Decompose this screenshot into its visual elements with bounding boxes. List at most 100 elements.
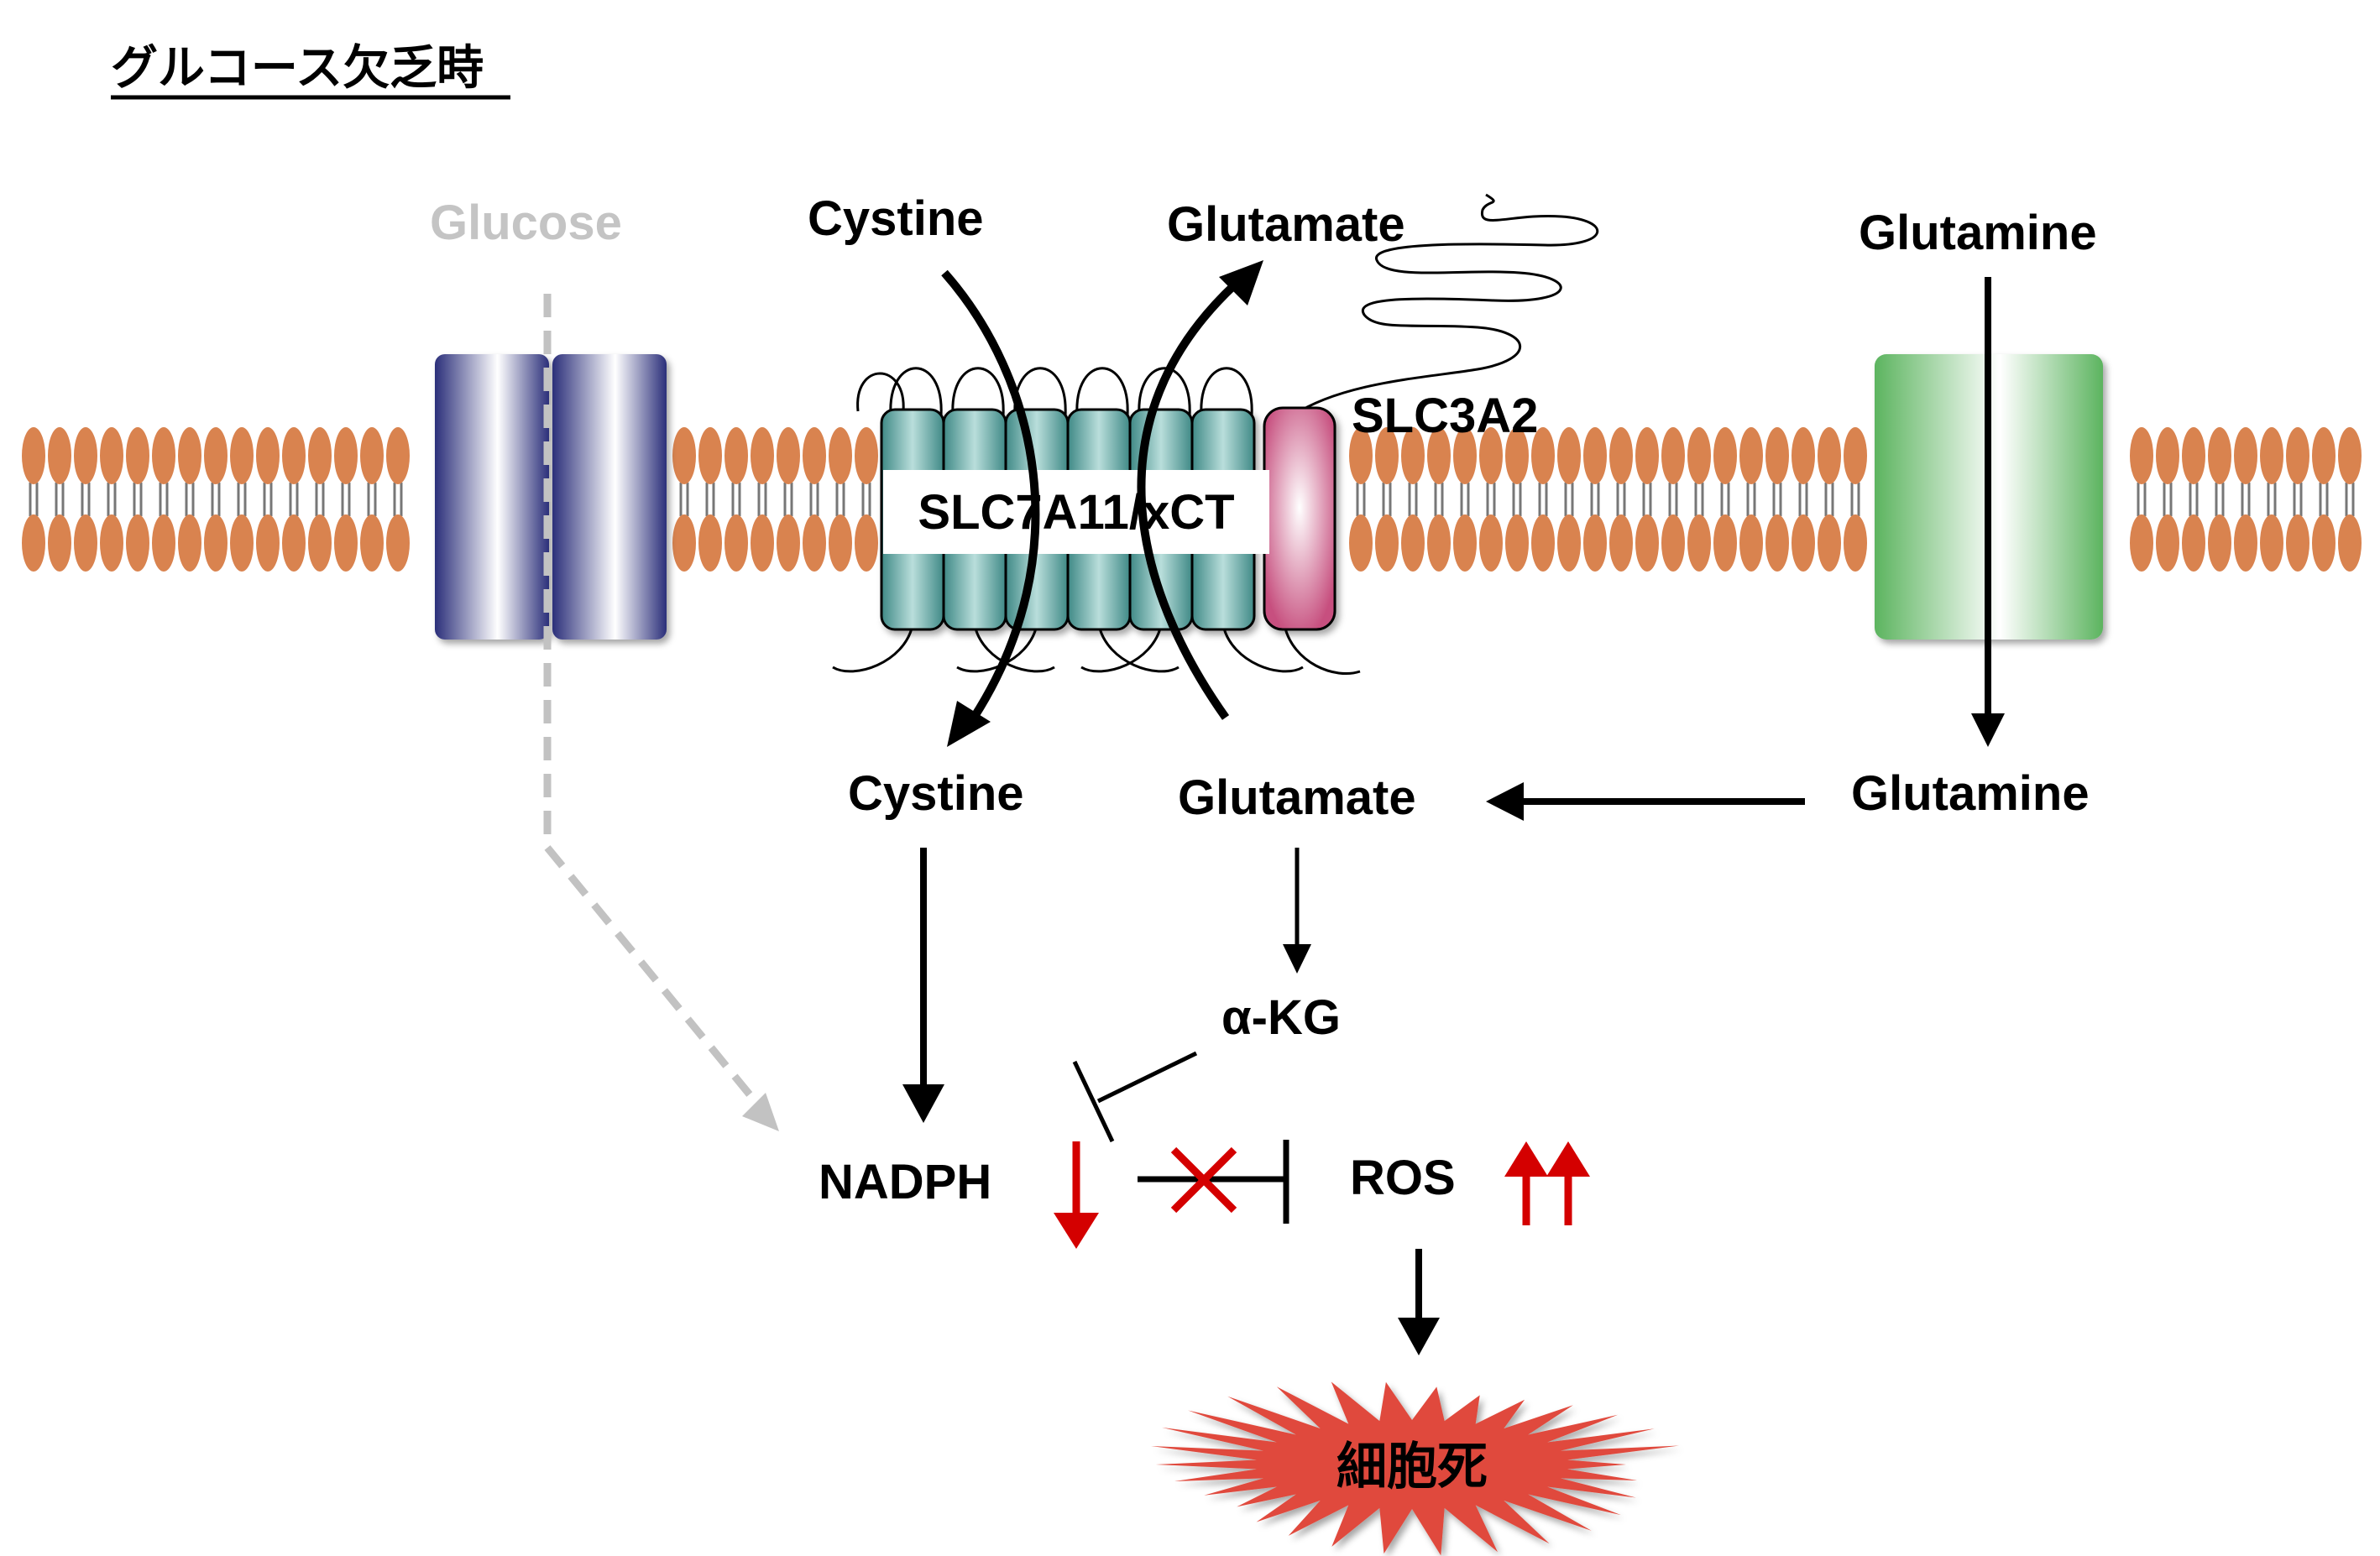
ros-increase-arrows xyxy=(1504,1141,1590,1225)
lipid-head xyxy=(1765,427,1789,484)
title-text: グルコース欠乏時 xyxy=(111,41,484,94)
glucose-pathway-arrow xyxy=(543,294,779,1131)
xct-intracellular-loop xyxy=(1283,624,1361,676)
lipid-head xyxy=(724,514,748,572)
xct-intracellular-loop xyxy=(832,624,914,673)
lipid-head xyxy=(803,427,826,484)
lipid-head xyxy=(1635,427,1659,484)
cell-death-label: 細胞死 xyxy=(1336,1439,1488,1495)
lipid-head xyxy=(1583,427,1607,484)
lipid-head xyxy=(1375,427,1399,484)
lipid-head xyxy=(256,427,280,484)
lipid-head xyxy=(360,427,384,484)
cystine-to-nadph-arrow xyxy=(902,848,944,1123)
lipid-head xyxy=(1792,427,1815,484)
lipid-bilayer xyxy=(22,427,2362,572)
lipid-head xyxy=(1687,427,1711,484)
lipid-head xyxy=(1687,514,1711,572)
lipid-head xyxy=(829,514,852,572)
slc3a2-label: SLC3A2 xyxy=(1352,389,1538,443)
slc3a2-extracellular-domain xyxy=(1292,193,1599,417)
lipid-head xyxy=(1844,427,1867,484)
lipid-head xyxy=(2312,427,2336,484)
lipid-head xyxy=(2260,427,2283,484)
lipid-head xyxy=(1505,427,1529,484)
lipid-head xyxy=(698,514,722,572)
glucose-transporter xyxy=(435,354,667,640)
lipid-head xyxy=(152,427,175,484)
lipid-head xyxy=(829,427,852,484)
lipid-head xyxy=(1818,427,1841,484)
lipid-head xyxy=(2182,427,2205,484)
lipid-head xyxy=(2338,514,2362,572)
lipid-head xyxy=(1505,514,1529,572)
glucose-transporter-right-subunit xyxy=(552,354,667,640)
lipid-head xyxy=(1609,427,1633,484)
lipid-head xyxy=(1635,514,1659,572)
lipid-head xyxy=(1818,514,1841,572)
lipid-head xyxy=(178,514,201,572)
xct-intracellular-loop xyxy=(1080,624,1163,673)
lipid-head xyxy=(230,427,254,484)
lipid-head xyxy=(672,514,696,572)
xct-extracellular-loop xyxy=(1200,367,1253,416)
lipid-head xyxy=(22,514,45,572)
glutamine-import-arrow xyxy=(1971,277,2005,747)
lipid-head xyxy=(126,427,149,484)
lipid-head xyxy=(777,427,800,484)
lipid-head xyxy=(1401,514,1425,572)
lipid-head xyxy=(1427,427,1451,484)
slc7a11-label: SLC7A11/xCT xyxy=(918,485,1234,540)
lipid-head xyxy=(1713,514,1737,572)
glucose-label: Glucose xyxy=(430,196,622,250)
lipid-head xyxy=(282,427,306,484)
glutamine-extracellular-label: Glutamine xyxy=(1859,206,2097,260)
slc7a11-label-box xyxy=(883,470,1269,554)
lipid-head xyxy=(204,514,228,572)
lipid-head xyxy=(334,427,358,484)
akg-label: α-KG xyxy=(1221,990,1341,1045)
lipid-head xyxy=(386,514,410,572)
xct-intracellular-loop xyxy=(956,624,1038,673)
xct-extracellular-loop xyxy=(889,367,943,416)
lipid-head xyxy=(256,514,280,572)
lipid-head xyxy=(1661,427,1685,484)
lipid-head xyxy=(2156,427,2179,484)
lipid-head xyxy=(1349,427,1373,484)
lipid-head xyxy=(204,427,228,484)
xct-extracellular-loop xyxy=(1138,367,1191,416)
akg-inhibition-bar xyxy=(1072,1051,1198,1143)
lipid-head xyxy=(334,514,358,572)
nadph-label: NADPH xyxy=(819,1155,991,1209)
lipid-head xyxy=(1739,427,1763,484)
lipid-head xyxy=(1739,514,1763,572)
lipid-head xyxy=(2234,427,2257,484)
lipid-head xyxy=(74,427,97,484)
lipid-head xyxy=(74,514,97,572)
lipid-head xyxy=(308,427,332,484)
glutamate-extracellular-label: Glutamate xyxy=(1167,197,1405,252)
lipid-head xyxy=(1531,514,1555,572)
lipid-head xyxy=(1609,514,1633,572)
lipid-head xyxy=(803,514,826,572)
lipid-head xyxy=(1557,514,1581,572)
xct-intracellular-loop xyxy=(1221,624,1304,673)
lipid-head xyxy=(1427,514,1451,572)
lipid-head xyxy=(751,427,774,484)
xct-extracellular-loop xyxy=(1075,367,1129,416)
nadph-decrease-arrow xyxy=(1054,1141,1099,1249)
lipid-head xyxy=(2260,514,2283,572)
lipid-head xyxy=(100,514,123,572)
lipid-head xyxy=(308,514,332,572)
lipid-head xyxy=(2130,514,2153,572)
lipid-head xyxy=(2208,427,2231,484)
lipid-head xyxy=(1479,514,1503,572)
lipid-head xyxy=(1453,514,1477,572)
blocked-cross-icon xyxy=(1170,1146,1237,1214)
figure-title: グルコース欠乏時 xyxy=(111,41,510,100)
lipid-head xyxy=(2208,514,2231,572)
lipid-head xyxy=(48,514,71,572)
lipid-head xyxy=(152,514,175,572)
lipid-head xyxy=(100,427,123,484)
